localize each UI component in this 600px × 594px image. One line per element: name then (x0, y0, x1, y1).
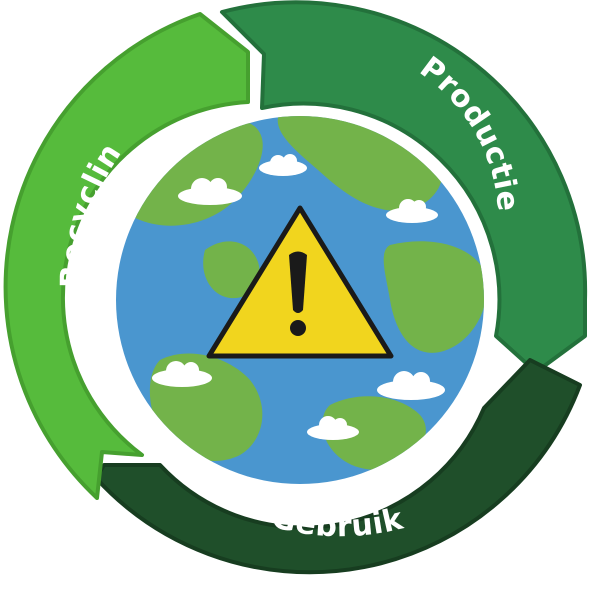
segment-recycling (3, 12, 250, 500)
segment-label-gebruik: Gebruik (268, 500, 407, 544)
cloud-icon (377, 371, 445, 400)
segment-productie (220, 0, 588, 374)
segment-gebruik (94, 358, 582, 575)
cycle-ring (3, 0, 588, 575)
cloud-icon (152, 361, 212, 387)
cloud-icon (178, 178, 242, 205)
cloud-icon (259, 154, 307, 176)
warning-triangle-icon (206, 205, 394, 359)
cloud-icon (307, 416, 359, 440)
cloud-icons (152, 154, 445, 440)
cloud-icon (386, 199, 438, 223)
